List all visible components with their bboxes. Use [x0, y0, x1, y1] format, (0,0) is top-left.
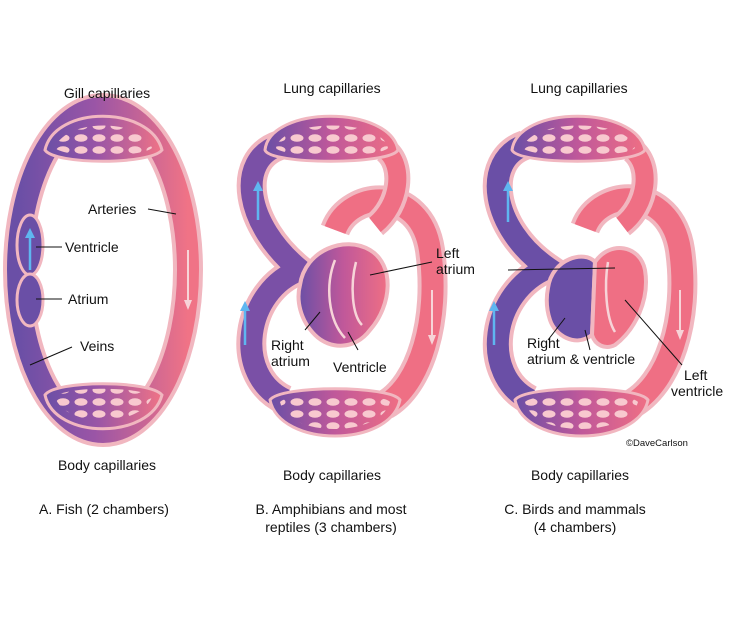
fish-atrium-shape	[15, 272, 45, 328]
mammal-systemic-loop	[574, 188, 694, 415]
amphibian-pulmonary-loop	[240, 134, 322, 410]
fish-caption: A. Fish (2 chambers)	[39, 501, 169, 517]
fish-diagram: Gill capillaries Arteries Ventricle Atri…	[3, 85, 203, 517]
mammal-bottom-label: Body capillaries	[531, 467, 629, 483]
amphibian-left-atrium-label-2: atrium	[436, 261, 475, 277]
amphibian-left-atrium-label-1: Left	[436, 245, 459, 261]
amphibian-right-atrium-label-2: atrium	[271, 353, 310, 369]
mammal-body-capillary-bed	[513, 387, 650, 438]
fish-ventricle-label: Ventricle	[65, 239, 119, 255]
mammal-top-label: Lung capillaries	[530, 80, 627, 96]
amphibian-lung-capillary-bed	[263, 114, 400, 163]
amphibian-caption-line2: reptiles (3 chambers)	[265, 519, 397, 535]
fish-atrium-label: Atrium	[68, 291, 108, 307]
fish-arrow-down-head	[184, 300, 192, 310]
amphibian-diagram: Lung capillaries Left atrium Right atriu…	[236, 80, 475, 535]
amphibian-ventricle-label: Ventricle	[333, 359, 387, 375]
fish-arteries-label: Arteries	[88, 201, 136, 217]
mammal-diagram: Lung capillaries Right atrium & ventricl…	[482, 80, 723, 535]
mammal-right-label-1: Right	[527, 335, 560, 351]
amphibian-systemic-loop	[324, 189, 444, 415]
fish-body-capillary-bed	[43, 382, 164, 431]
mammal-right-heart	[544, 254, 598, 343]
amphibian-heart	[296, 242, 390, 348]
fish-gill-capillary-bed	[43, 114, 164, 163]
fish-bottom-label: Body capillaries	[58, 457, 156, 473]
amphibian-right-atrium-label-1: Right	[271, 337, 304, 353]
mammal-left-ventricle-label-2: ventricle	[671, 383, 723, 399]
mammal-right-label-2: atrium & ventricle	[527, 351, 635, 367]
mammal-left-heart	[589, 246, 648, 349]
amphibian-caption-line1: B. Amphibians and most	[256, 501, 407, 517]
amphibian-bottom-label: Body capillaries	[283, 467, 381, 483]
amphibian-body-capillary-bed	[268, 387, 402, 438]
mammal-pulmonary-loop	[486, 134, 571, 410]
mammal-caption-line1: C. Birds and mammals	[504, 501, 646, 517]
amphibian-top-label: Lung capillaries	[283, 80, 380, 96]
mammal-caption-line2: (4 chambers)	[534, 519, 616, 535]
fish-veins-label: Veins	[80, 338, 114, 354]
fish-top-label: Gill capillaries	[64, 85, 150, 101]
credit-text: ©DaveCarlson	[626, 438, 688, 449]
fish-arrow-up-head	[25, 228, 35, 238]
mammal-left-ventricle-label-1: Left	[684, 367, 707, 383]
mammal-lung-capillary-bed	[510, 114, 647, 163]
